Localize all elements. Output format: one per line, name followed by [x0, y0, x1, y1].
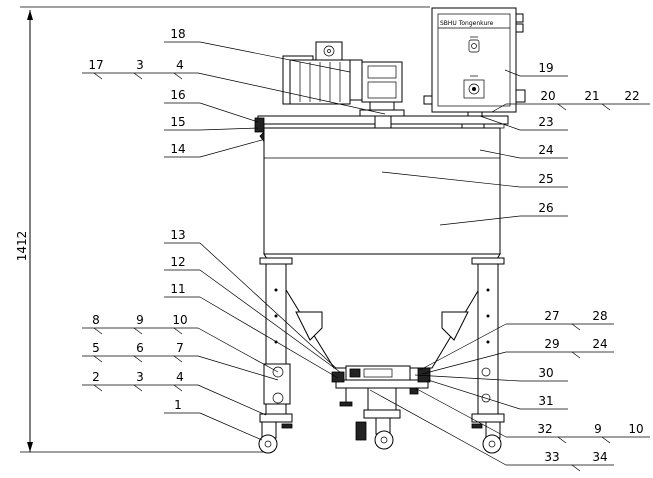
callout-right-6-0: 27 [544, 309, 559, 323]
callout-right-3-0: 24 [538, 143, 553, 157]
callout-left-8-0: 8 [92, 313, 100, 327]
callout-right-4-0: 25 [538, 172, 553, 186]
callout-left-11-0: 1 [174, 398, 182, 412]
callout-left-2-0: 16 [170, 88, 185, 102]
callout-left-10-0: 2 [92, 370, 100, 384]
casters [258, 409, 505, 454]
callout-right-1-2: 22 [624, 89, 639, 103]
callout-left-10-1: 3 [136, 370, 144, 384]
callout-right-0-0: 19 [538, 61, 553, 75]
callout-left-10-2: 4 [176, 370, 184, 384]
callout-right-10-2: 10 [628, 422, 643, 436]
callout-right-10-1: 9 [594, 422, 602, 436]
bottom-valve [331, 365, 431, 411]
callout-left-6-0: 12 [170, 255, 185, 269]
callout-left-5-0: 13 [170, 228, 185, 242]
leader-lines [82, 41, 650, 472]
callout-right-5-0: 26 [538, 201, 553, 215]
callout-left-0-0: 18 [170, 27, 185, 41]
callout-left-1-2: 4 [176, 58, 184, 72]
callout-left-7-0: 11 [170, 282, 185, 296]
callout-right-11-0: 33 [544, 450, 559, 464]
callout-left-4-0: 14 [170, 142, 185, 156]
callout-right-11-1: 34 [592, 450, 607, 464]
callout-left-9-0: 5 [92, 341, 100, 355]
callout-left-1-0: 17 [88, 58, 103, 72]
callout-right-7-0: 29 [544, 337, 559, 351]
overall-height-dimension: 1412 [15, 6, 430, 453]
legs [259, 257, 505, 417]
callout-right-7-1: 24 [592, 337, 607, 351]
callout-left-3-0: 15 [170, 115, 185, 129]
callout-right-2-0: 23 [538, 115, 553, 129]
dimension-value: 1412 [15, 231, 29, 262]
callout-left-9-2: 7 [176, 341, 184, 355]
callout-left-8-1: 9 [136, 313, 144, 327]
motor-gearbox [282, 41, 405, 117]
callout-left-1-1: 3 [136, 58, 144, 72]
callout-right-1-1: 21 [584, 89, 599, 103]
callout-left-8-2: 10 [172, 313, 187, 327]
control-cabinet: SBHU Tongenkure [423, 7, 526, 119]
callout-right-8-0: 30 [538, 366, 553, 380]
tank-body [263, 127, 501, 369]
callout-right-10-0: 32 [537, 422, 552, 436]
callout-left-9-1: 6 [136, 341, 144, 355]
callout-right-1-0: 20 [540, 89, 555, 103]
callout-right-9-0: 31 [538, 394, 553, 408]
panel-title: SBHU Tongenkure [440, 20, 494, 27]
callout-right-6-1: 28 [592, 309, 607, 323]
